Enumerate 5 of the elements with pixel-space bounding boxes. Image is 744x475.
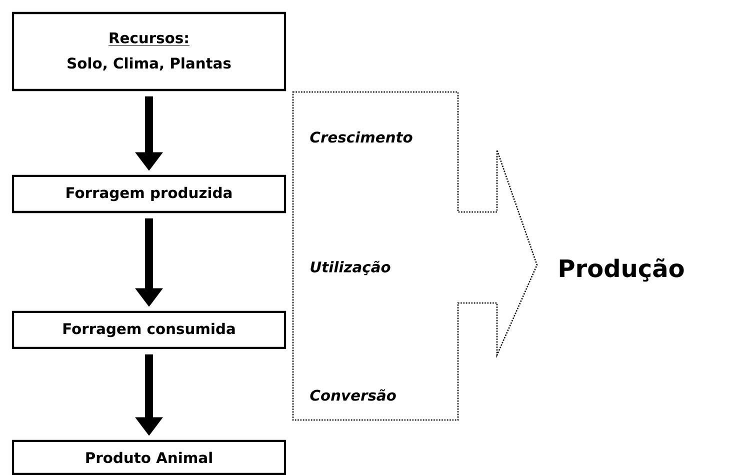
process-box: Forragem produzida: [12, 174, 286, 214]
process-box: Produto Animal: [12, 440, 286, 475]
output-label: Produção: [560, 258, 684, 282]
process-box: Forragem consumida: [12, 310, 286, 350]
process-box: Recursos: Solo, Clima, Plantas: [12, 12, 286, 92]
